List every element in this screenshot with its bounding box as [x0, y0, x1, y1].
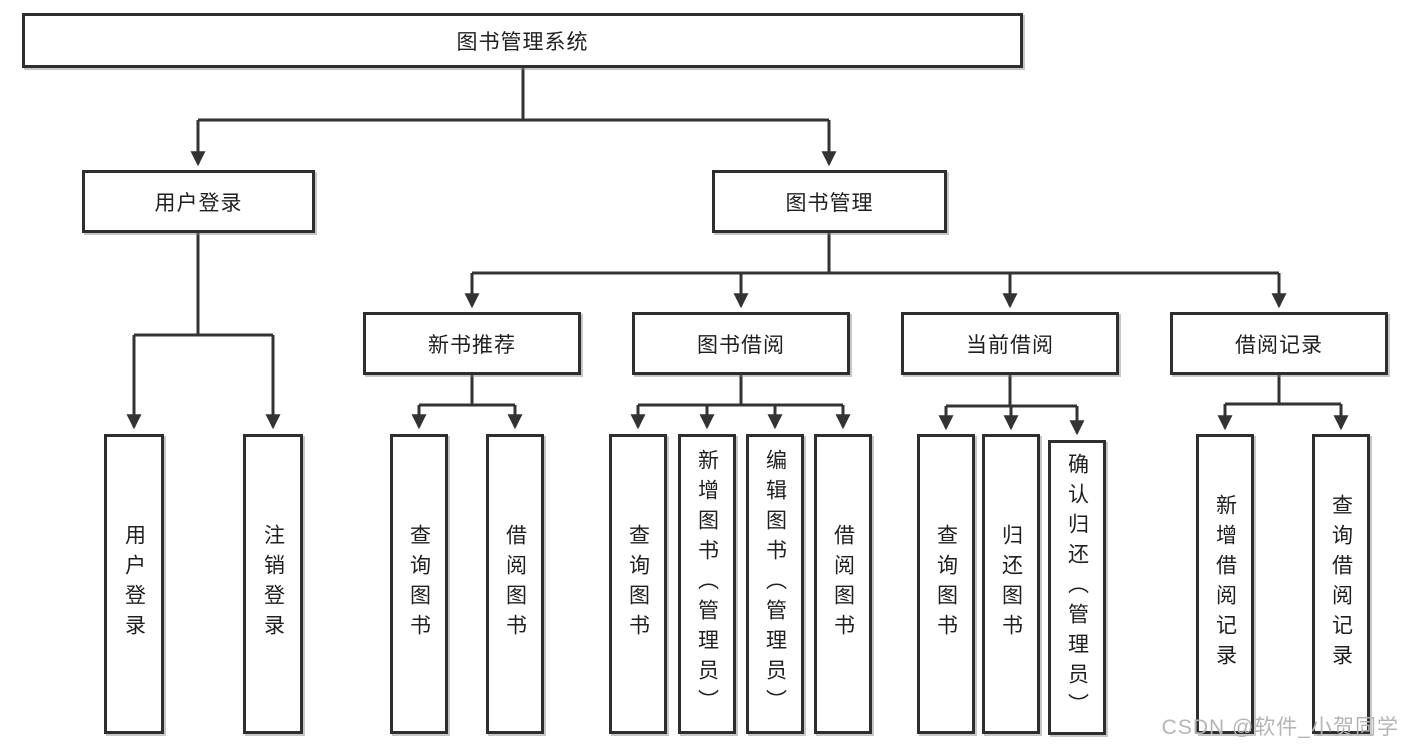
node-book-management-module-label: 图书管理 — [785, 191, 874, 215]
node-root-system: 图书管理系统 — [22, 13, 1023, 68]
leaf-current-query-books: 查询图书 — [917, 434, 975, 734]
leaf-query-borrow-record-label: 查询借阅记录 — [1329, 494, 1353, 674]
leaf-user-login-label: 用户登录 — [122, 524, 146, 644]
leaf-confirm-return-admin: 确认归还（管理员） — [1048, 440, 1106, 735]
node-root-system-label: 图书管理系统 — [456, 30, 589, 54]
leaf-recommend-borrow-books-label: 借阅图书 — [503, 524, 527, 644]
leaf-confirm-return-admin-label: 确认归还（管理员） — [1065, 452, 1089, 723]
leaf-add-borrow-record-label: 新增借阅记录 — [1213, 494, 1237, 674]
node-borrow-records: 借阅记录 — [1170, 312, 1388, 375]
leaf-add-books-admin: 新增图书（管理员） — [678, 434, 736, 734]
leaf-add-books-admin-label: 新增图书（管理员） — [695, 449, 719, 719]
node-new-book-recommend-label: 新书推荐 — [428, 333, 516, 357]
leaf-return-books: 归还图书 — [982, 434, 1040, 734]
node-book-borrow: 图书借阅 — [632, 312, 850, 375]
leaf-borrow-books-label: 借阅图书 — [831, 524, 855, 644]
node-user-login-module-label: 用户登录 — [154, 191, 243, 215]
leaf-borrow-query-books-label: 查询图书 — [626, 524, 650, 644]
node-borrow-records-label: 借阅记录 — [1235, 333, 1323, 357]
leaf-recommend-query-books: 查询图书 — [390, 434, 448, 734]
csdn-watermark: CSDN @软件_小贺同学 — [1161, 716, 1399, 739]
leaf-query-borrow-record: 查询借阅记录 — [1312, 434, 1370, 734]
node-user-login-module: 用户登录 — [82, 170, 315, 233]
leaf-recommend-query-books-label: 查询图书 — [407, 524, 431, 644]
leaf-edit-books-admin-label: 编辑图书（管理员） — [763, 449, 787, 719]
node-current-borrow: 当前借阅 — [901, 312, 1119, 375]
leaf-current-query-books-label: 查询图书 — [934, 524, 958, 644]
node-book-borrow-label: 图书借阅 — [697, 333, 785, 357]
leaf-logout: 注销登录 — [243, 434, 303, 734]
node-book-management-module: 图书管理 — [712, 170, 947, 233]
leaf-recommend-borrow-books: 借阅图书 — [486, 434, 544, 734]
leaf-borrow-query-books: 查询图书 — [609, 434, 667, 734]
leaf-add-borrow-record: 新增借阅记录 — [1196, 434, 1254, 734]
leaf-edit-books-admin: 编辑图书（管理员） — [746, 434, 804, 734]
leaf-user-login: 用户登录 — [104, 434, 164, 734]
node-new-book-recommend: 新书推荐 — [363, 312, 581, 375]
leaf-logout-label: 注销登录 — [261, 524, 285, 644]
node-current-borrow-label: 当前借阅 — [966, 333, 1054, 357]
leaf-borrow-books: 借阅图书 — [814, 434, 872, 734]
leaf-return-books-label: 归还图书 — [999, 524, 1023, 644]
